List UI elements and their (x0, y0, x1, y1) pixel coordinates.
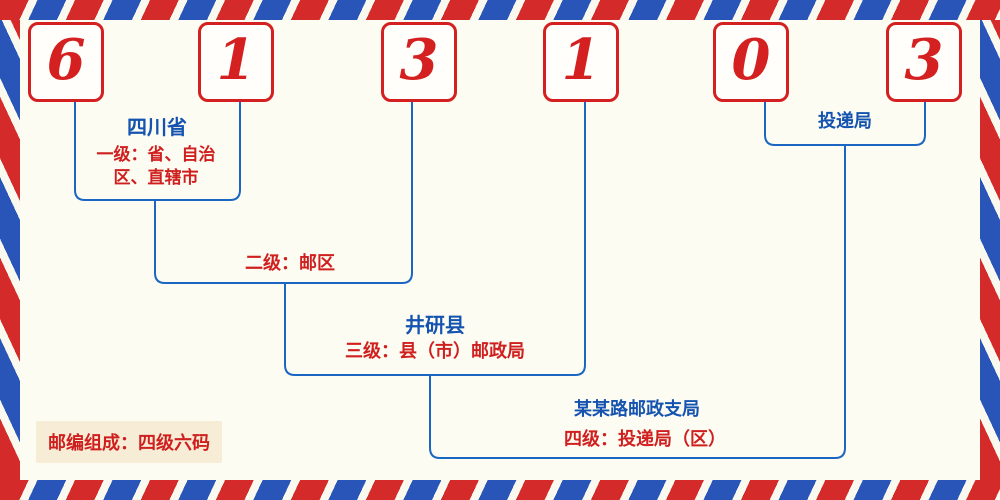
postal-digit-1: 6 (46, 27, 86, 93)
postal-digit-2: 1 (216, 27, 256, 93)
province-label: 四川省 (127, 115, 187, 139)
airmail-border-left (0, 20, 20, 480)
airmail-border-bottom (0, 480, 1000, 500)
level3-description: 三级：县（市）邮政局 (345, 341, 525, 362)
postal-digit-4: 1 (561, 27, 601, 93)
postal-digit-6: 3 (904, 27, 944, 93)
level2-description: 二级：邮区 (245, 253, 335, 274)
delivery-office-label: 投递局 (818, 111, 872, 132)
level4-description: 四级：投递局（区） (564, 429, 726, 450)
airmail-border-right (980, 20, 1000, 480)
postal-digit-box-1: 6 (28, 22, 104, 102)
postal-digit-3: 3 (399, 27, 439, 93)
county-label: 井研县 (405, 313, 465, 337)
branch-office-label: 某某路邮政支局 (574, 399, 700, 420)
postal-digit-5: 0 (731, 27, 771, 93)
postal-digit-box-6: 3 (886, 22, 962, 102)
airmail-border-top (0, 0, 1000, 20)
postal-digit-box-5: 0 (713, 22, 789, 102)
postal-digit-box-2: 1 (198, 22, 274, 102)
postal-digit-box-3: 3 (381, 22, 457, 102)
footer-note: 邮编组成：四级六码 (36, 421, 222, 463)
level1-description: 一级：省、自治区、直辖市 (96, 145, 216, 188)
postal-digit-box-4: 1 (543, 22, 619, 102)
